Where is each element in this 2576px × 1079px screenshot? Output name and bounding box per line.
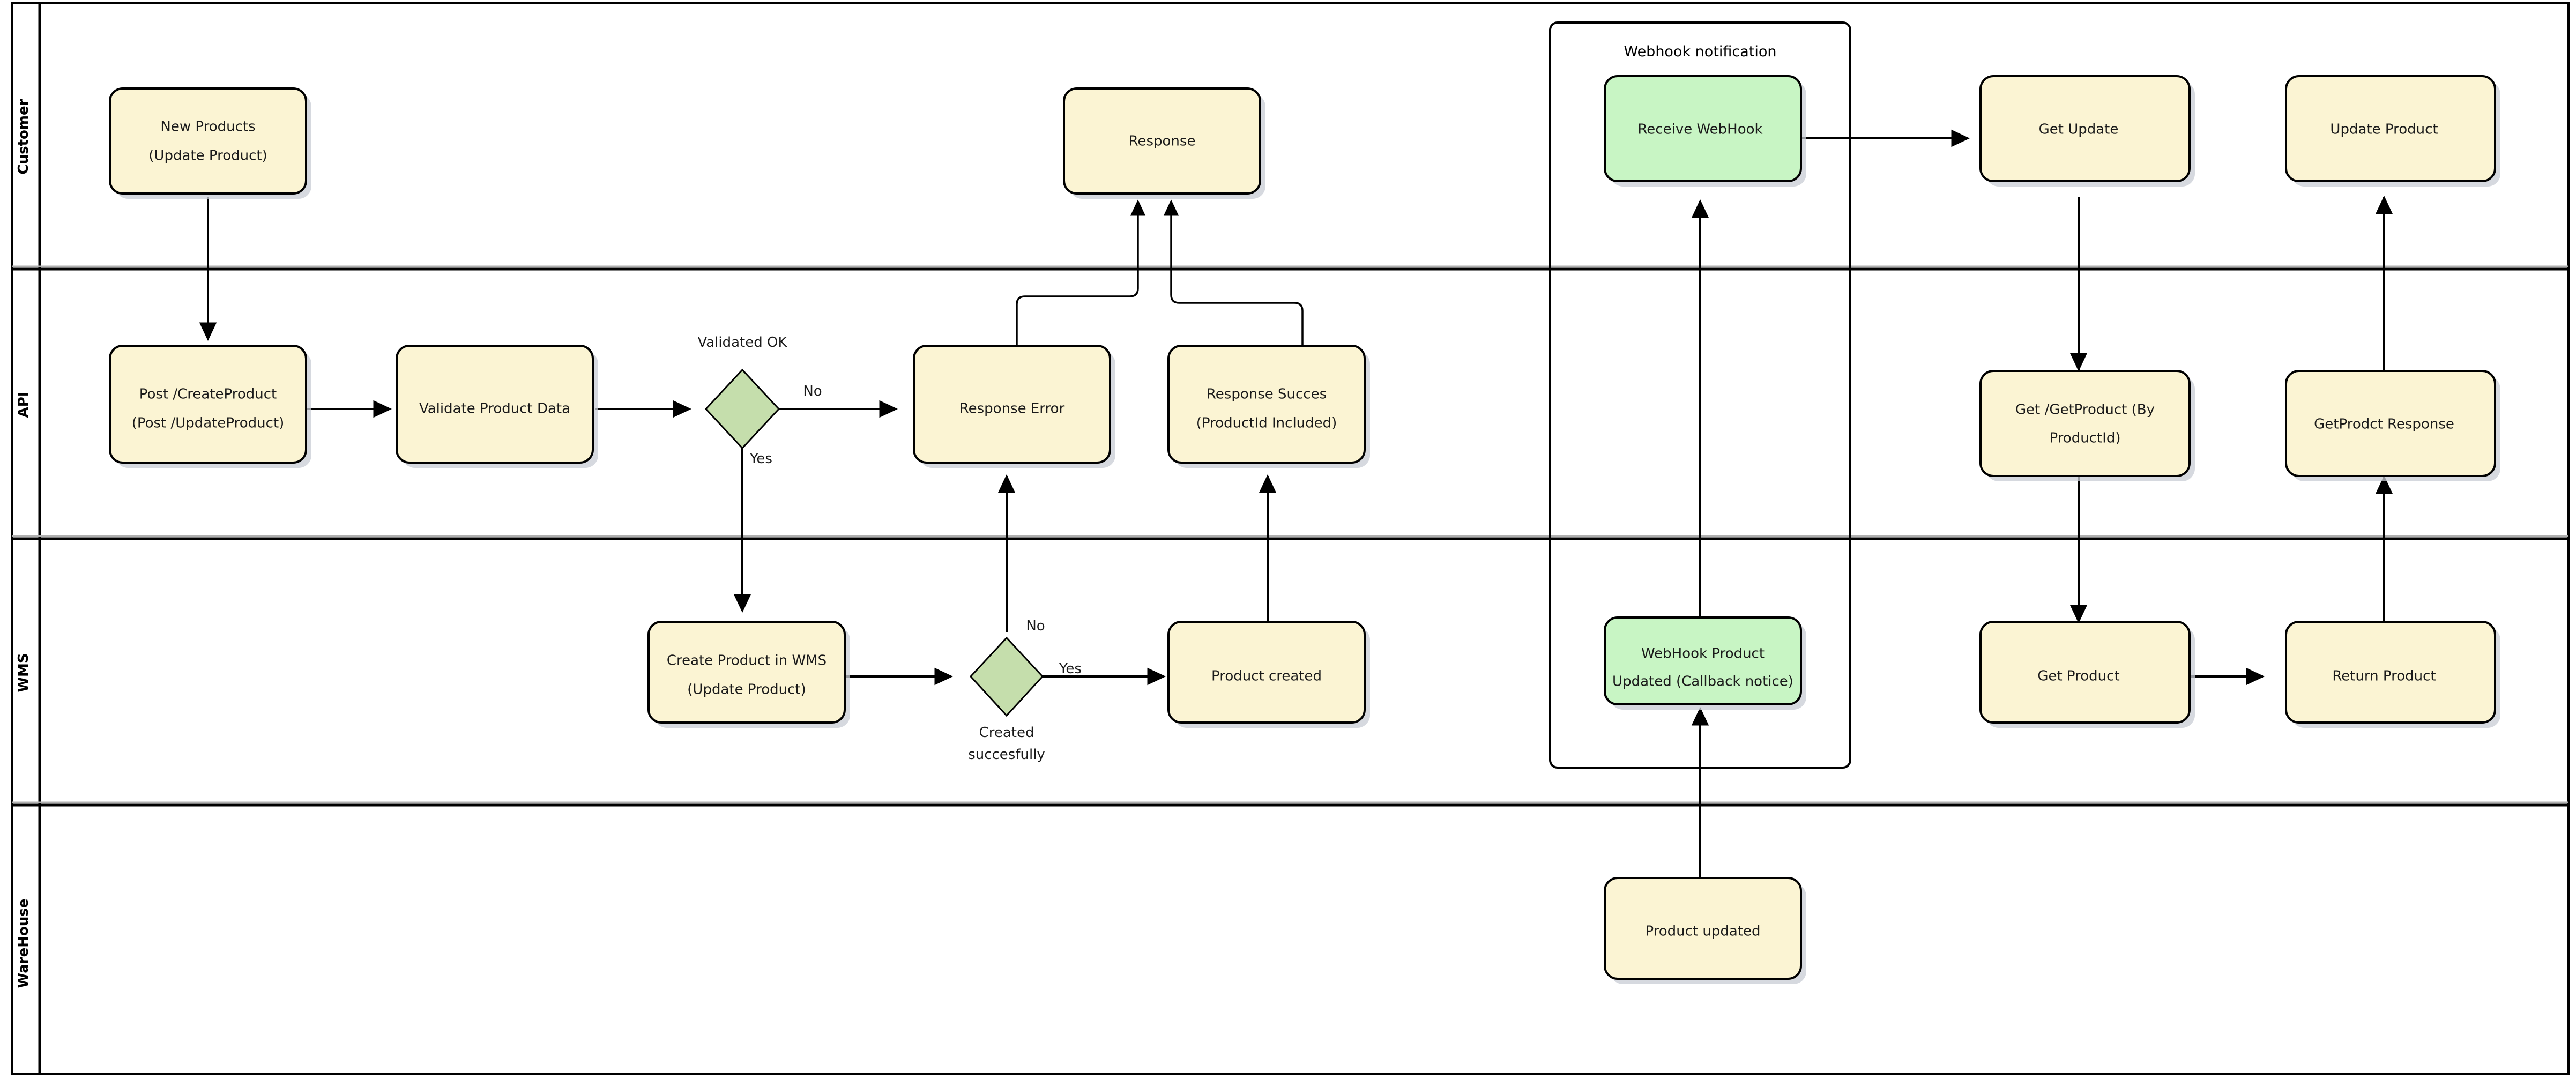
node-create-product-in-wms-box <box>647 621 846 724</box>
node-response-succes[interactable]: Response Succes (ProductId Included) <box>1167 345 1370 468</box>
node-post-createproduct-box <box>109 345 307 464</box>
node-new-products-box <box>109 87 307 195</box>
node-response-box <box>1063 87 1261 195</box>
node-receive-webhook-label: Receive WebHook <box>1637 122 1762 138</box>
node-receive-webhook-box <box>1604 75 1802 182</box>
node-get-getproduct[interactable]: Get /GetProduct (By ProductId) <box>1979 370 2195 481</box>
sequence-flows <box>199 129 2393 878</box>
node-response-error-label: Response Error <box>959 401 1065 417</box>
edge-label-created-yes: Yes <box>1059 661 1082 677</box>
node-get-getproduct-label-line1: Get /GetProduct (By <box>2015 402 2155 418</box>
node-get-product-box <box>1979 621 2191 724</box>
node-receive-webhook[interactable]: Receive WebHook <box>1604 75 1806 187</box>
node-get-update[interactable]: Get Update <box>1979 75 2195 187</box>
lane-label-customer: Customer <box>16 99 32 174</box>
lane-label-customer-text: Customer <box>16 99 32 174</box>
node-getprodct-response[interactable]: GetProdct Response <box>2285 370 2500 481</box>
lane-label-wms: WMS <box>16 653 32 692</box>
node-response-succes-box <box>1167 345 1366 464</box>
gateway-validated-ok-diamond <box>704 368 780 450</box>
node-product-created[interactable]: Product created <box>1167 621 1370 728</box>
node-new-products-label-line2: (Update Product) <box>148 148 267 164</box>
node-product-updated-box <box>1604 877 1802 980</box>
gateway-created-succesfully[interactable]: No Yes Created succesfully <box>968 618 1082 763</box>
node-response-succes-label-line1: Response Succes <box>1207 386 1327 403</box>
lane-label-api-text: API <box>16 392 32 418</box>
node-getprodct-response-label: GetProdct Response <box>2314 416 2454 433</box>
node-response-succes-label-line2: (ProductId Included) <box>1196 415 1337 431</box>
node-product-created-label: Product created <box>1211 668 1322 684</box>
node-get-product[interactable]: Get Product <box>1979 621 2195 728</box>
node-product-created-box <box>1167 621 1366 724</box>
node-update-product[interactable]: Update Product <box>2285 75 2500 187</box>
node-response[interactable]: Response <box>1063 87 1265 199</box>
node-post-createproduct-label-line2: (Post /UpdateProduct) <box>132 415 285 431</box>
node-create-product-in-wms[interactable]: Create Product in WMS (Update Product) <box>647 621 850 728</box>
node-new-products[interactable]: New Products (Update Product) <box>109 87 311 199</box>
node-validate-product-data-box <box>396 345 594 464</box>
node-webhook-product-updated-label-line1: WebHook Product <box>1641 646 1765 662</box>
edge-label-created-no: No <box>1026 618 1045 634</box>
lane-label-api: API <box>16 392 32 418</box>
edge-label-validated-no: No <box>803 383 822 399</box>
node-get-product-label: Get Product <box>2037 668 2119 684</box>
node-webhook-product-updated-box <box>1604 616 1802 705</box>
node-response-error[interactable]: Response Error <box>913 345 1115 468</box>
node-product-updated[interactable]: Product updated <box>1604 877 1806 984</box>
node-return-product[interactable]: Return Product <box>2285 621 2500 728</box>
node-response-label: Response <box>1129 133 1196 150</box>
node-new-products-label-line1: New Products <box>160 119 255 135</box>
node-create-product-in-wms-label-line1: Create Product in WMS <box>667 653 827 669</box>
node-get-update-box <box>1979 75 2191 182</box>
lane-label-wms-text: WMS <box>16 653 32 692</box>
node-response-error-box <box>913 345 1111 464</box>
node-validate-product-data-label: Validate Product Data <box>419 401 570 417</box>
node-product-updated-label: Product updated <box>1645 924 1760 940</box>
node-post-createproduct[interactable]: Post /CreateProduct (Post /UpdateProduct… <box>109 345 311 468</box>
gateway-validated-ok-label: Validated OK <box>697 334 787 351</box>
node-post-createproduct-label-line1: Post /CreateProduct <box>139 386 277 403</box>
node-get-getproduct-label-line2: ProductId) <box>2049 430 2120 447</box>
gateway-validated-ok[interactable]: Validated OK No Yes <box>697 334 822 467</box>
lane-dividers <box>12 265 2568 807</box>
flow-response-succes-to-response <box>1163 199 1304 375</box>
node-update-product-label: Update Product <box>2330 122 2438 138</box>
node-get-update-label: Get Update <box>2039 122 2119 138</box>
gateway-created-succesfully-diamond <box>969 636 1044 717</box>
node-getprodct-response-box <box>2285 370 2496 477</box>
node-get-getproduct-box <box>1979 370 2191 477</box>
node-return-product-label: Return Product <box>2332 668 2436 684</box>
lane-label-warehouse-text: WareHouse <box>16 899 32 988</box>
flow-response-error-to-response <box>1016 199 1146 375</box>
node-update-product-box <box>2285 75 2496 182</box>
node-return-product-box <box>2285 621 2496 724</box>
node-webhook-product-updated[interactable]: WebHook Product Updated (Callback notice… <box>1604 616 1806 710</box>
group-webhook-notification-title: Webhook notification <box>1624 43 1776 60</box>
node-validate-product-data[interactable]: Validate Product Data <box>396 345 598 468</box>
gateway-created-succesfully-label-line1: Created <box>979 725 1034 741</box>
edge-label-validated-yes: Yes <box>749 451 772 467</box>
lane-label-warehouse: WareHouse <box>16 899 32 988</box>
gateway-created-succesfully-label-line2: succesfully <box>968 747 1045 763</box>
node-create-product-in-wms-label-line2: (Update Product) <box>687 682 806 698</box>
node-webhook-product-updated-label-line2: Updated (Callback notice) <box>1612 674 1793 690</box>
